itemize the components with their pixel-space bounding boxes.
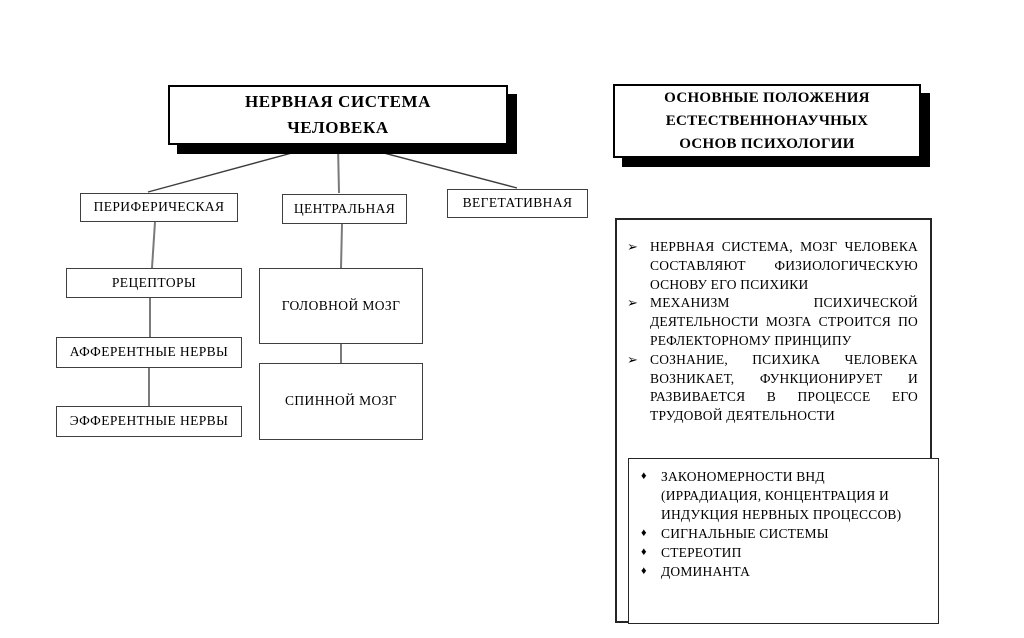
node-peripheral: ПЕРИФЕРИЧЕСКАЯ — [80, 193, 238, 222]
node-brain: ГОЛОВНОЙ МОЗГ — [259, 268, 423, 344]
connector-root-central — [337, 144, 340, 194]
statement-item: ➢ МЕХАНИЗМ ПСИХИЧЕСКОЙ ДЕЯТЕЛЬНОСТИ МОЗГ… — [627, 294, 918, 350]
node-central-label: ЦЕНТРАЛЬНАЯ — [293, 200, 396, 216]
connector-root-vegetative — [360, 146, 518, 189]
concept-text: СИГНАЛЬНЫЕ СИСТЕМЫ — [661, 526, 829, 541]
node-afferent-nerves-label: АФФЕРЕНТНЫЕ НЕРВЫ — [69, 344, 229, 360]
diamond-bullet-icon: ♦ — [641, 546, 647, 558]
arrow-bullet-icon: ➢ — [627, 239, 639, 254]
principles-panel: ➢ НЕРВНАЯ СИСТЕМА, МОЗГ ЧЕЛОВЕКА СОСТАВЛ… — [615, 218, 939, 624]
right-panel-title-box: ОСНОВНЫЕ ПОЛОЖЕНИЯ ЕСТЕСТВЕННОНАУЧНЫХ ОС… — [613, 84, 921, 158]
diamond-bullet-icon: ♦ — [641, 470, 647, 482]
node-nervous-system-title: НЕРВНАЯ СИСТЕМА ЧЕЛОВЕКА — [168, 85, 508, 145]
node-spinal-cord-label: СПИННОЙ МОЗГ — [285, 393, 397, 409]
node-vegetative-label: ВЕГЕТАТИВНАЯ — [462, 195, 573, 211]
connector-central-brain — [340, 223, 343, 269]
concept-item: ♦ ЗАКОНОМЕРНОСТИ ВНД (ИРРАДИАЦИЯ, КОНЦЕН… — [641, 467, 926, 524]
arrow-bullet-icon: ➢ — [627, 295, 639, 311]
concept-text: ЗАКОНОМЕРНОСТИ ВНД (ИРРАДИАЦИЯ, КОНЦЕНТР… — [661, 469, 902, 522]
concept-item: ♦ СТЕРЕОТИП — [641, 543, 926, 562]
node-efferent-nerves: ЭФФЕРЕНТНЫЕ НЕРВЫ — [56, 406, 242, 437]
node-central: ЦЕНТРАЛЬНАЯ — [282, 194, 407, 224]
right-panel-title-line-1: ОСНОВНЫЕ ПОЛОЖЕНИЯ — [664, 89, 870, 106]
nervous-system-title-line-2: ЧЕЛОВЕКА — [287, 118, 389, 137]
node-efferent-nerves-label: ЭФФЕРЕНТНЫЕ НЕРВЫ — [69, 413, 229, 429]
concept-text: СТЕРЕОТИП — [661, 545, 742, 560]
statement-text: НЕРВНАЯ СИСТЕМА, МОЗГ ЧЕЛОВЕКА СОСТАВЛЯЮ… — [650, 239, 918, 292]
statement-text: СОЗНАНИЕ, ПСИХИКА ЧЕЛОВЕКА ВОЗНИКАЕТ, ФУ… — [650, 351, 918, 424]
concept-item: ♦ СИГНАЛЬНЫЕ СИСТЕМЫ — [641, 524, 926, 543]
connector-root-peripheral — [147, 146, 315, 193]
concept-text: ДОМИНАНТА — [661, 564, 751, 579]
node-peripheral-label: ПЕРИФЕРИЧЕСКАЯ — [93, 199, 225, 215]
arrow-bullet-icon: ➢ — [627, 351, 639, 367]
connector-peripheral-receptors — [151, 221, 156, 269]
statements-list: ➢ НЕРВНАЯ СИСТЕМА, МОЗГ ЧЕЛОВЕКА СОСТАВЛ… — [627, 238, 918, 426]
node-vegetative: ВЕГЕТАТИВНАЯ — [447, 189, 588, 218]
node-receptors-label: РЕЦЕПТОРЫ — [111, 274, 197, 290]
diamond-bullet-icon: ♦ — [641, 527, 647, 539]
node-spinal-cord: СПИННОЙ МОЗГ — [259, 363, 423, 440]
concepts-box: ♦ ЗАКОНОМЕРНОСТИ ВНД (ИРРАДИАЦИЯ, КОНЦЕН… — [628, 458, 939, 624]
statement-text: МЕХАНИЗМ ПСИХИЧЕСКОЙ ДЕЯТЕЛЬНОСТИ МОЗГА … — [650, 295, 918, 348]
diamond-bullet-icon: ♦ — [641, 565, 647, 577]
statement-item: ➢ СОЗНАНИЕ, ПСИХИКА ЧЕЛОВЕКА ВОЗНИКАЕТ, … — [627, 351, 918, 426]
node-receptors: РЕЦЕПТОРЫ — [66, 268, 242, 298]
node-brain-label: ГОЛОВНОЙ МОЗГ — [281, 297, 401, 313]
statement-item: ➢ НЕРВНАЯ СИСТЕМА, МОЗГ ЧЕЛОВЕКА СОСТАВЛ… — [627, 238, 918, 294]
right-panel-title-line-2: ЕСТЕСТВЕННОНАУЧНЫХ — [665, 112, 869, 129]
nervous-system-title-line-1: НЕРВНАЯ СИСТЕМА — [244, 92, 432, 111]
concept-item: ♦ ДОМИНАНТА — [641, 562, 926, 581]
node-afferent-nerves: АФФЕРЕНТНЫЕ НЕРВЫ — [56, 337, 242, 368]
right-panel-title-line-3: ОСНОВ ПСИХОЛОГИИ — [679, 135, 855, 152]
